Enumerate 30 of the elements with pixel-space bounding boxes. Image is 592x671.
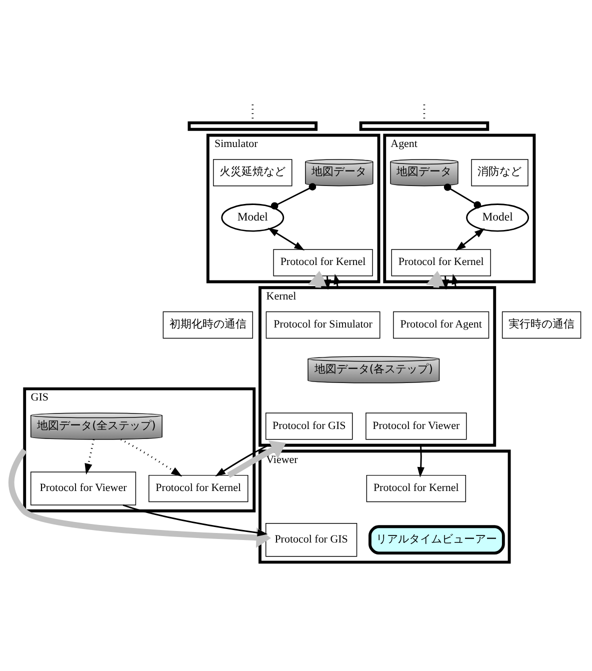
- connector: [270, 182, 316, 210]
- arrow: [456, 228, 485, 250]
- node-bar: [188, 120, 318, 130]
- arrow: [84, 438, 95, 474]
- node-box: Protocol for Kernel: [148, 474, 248, 502]
- node-box: 火災延焼など: [213, 158, 292, 186]
- arrow: [215, 444, 269, 476]
- node-box: Protocol for Viewer: [30, 471, 136, 505]
- node-box: Protocol for Simulator: [266, 310, 380, 338]
- node-box: Protocol for Kernel: [273, 248, 373, 276]
- node-box: Protocol for Viewer: [366, 412, 467, 440]
- node-box: Protocol for Kernel: [366, 474, 466, 502]
- node-box: リアルタイムビューアー: [368, 524, 505, 554]
- arrow: [120, 438, 182, 476]
- node-box: Protocol for GIS: [265, 522, 358, 556]
- connector: [444, 183, 482, 208]
- node-box: Protocol for GIS: [265, 412, 353, 440]
- node-box: 実行時の通信: [502, 310, 582, 338]
- arrow: [227, 440, 286, 478]
- arrow: [268, 227, 305, 250]
- node-box: 初期化時の通信: [162, 310, 254, 338]
- node-box: Protocol for Agent: [393, 310, 490, 338]
- node-box: Protocol for Kernel: [391, 248, 491, 276]
- arrow: [122, 504, 268, 536]
- node-ellipse: Model: [466, 203, 530, 232]
- node-ellipse: Model: [221, 203, 284, 232]
- node-box: 消防など: [471, 158, 528, 186]
- node-bar: [359, 120, 490, 130]
- arrow: [417, 444, 424, 477]
- arrow: [8, 448, 271, 548]
